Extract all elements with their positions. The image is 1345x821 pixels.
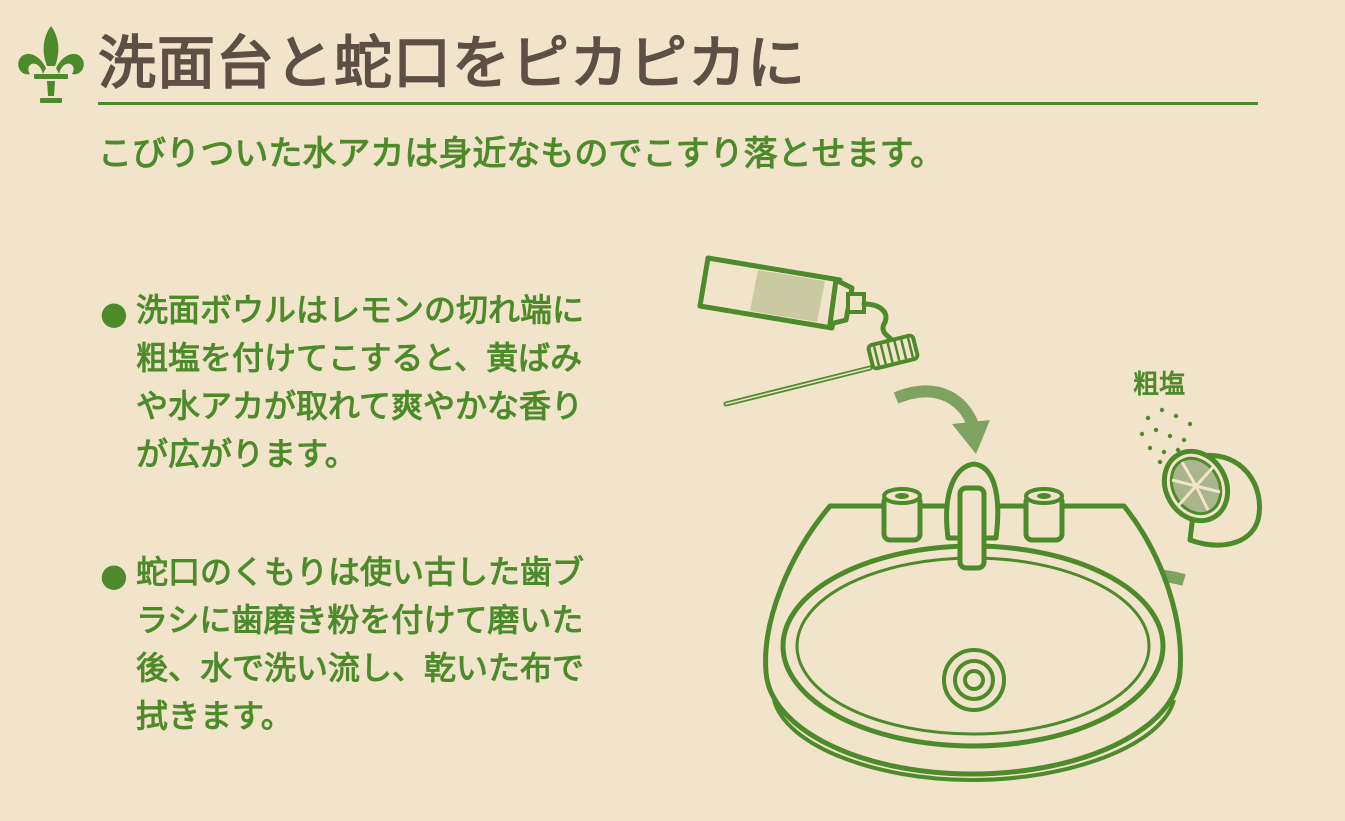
bullet-marker: ● [100,294,128,332]
tip-text: 蛇口のくもりは使い古した歯ブ ラシに歯磨き粉を付けて磨いた 後、水で洗い流し、乾… [136,553,585,735]
tip-item: ● 洗面ボウルはレモンの切れ端に 粗塩を付けてこすると、黄ばみ や水アカが取れて… [100,286,660,478]
toothpaste-icon [697,255,895,343]
toothbrush-icon [723,333,920,407]
fleur-de-lis-icon [18,26,84,103]
faucet-icon [881,461,1065,571]
arrow-icon [893,385,990,454]
lemon-icon [1161,448,1262,548]
title-divider [98,102,1258,105]
bullet-marker: ● [100,556,128,594]
page-title: 洗面台と蛇口をピカピカに [98,29,807,97]
page-subtitle: こびりついた水アカは身近なものでこすり落とせます。 [98,134,945,174]
tip-text: 洗面ボウルはレモンの切れ端に 粗塩を付けてこすると、黄ばみ や水アカが取れて爽や… [136,291,585,473]
tip-item: ● 蛇口のくもりは使い古した歯ブ ラシに歯磨き粉を付けて磨いた 後、水で洗い流し… [100,548,660,740]
sink-icon [763,503,1183,783]
salt-grains-icon [1139,407,1193,465]
salt-label: 粗塩 [1133,370,1186,400]
sink-cleaning-illustration [697,255,1262,783]
